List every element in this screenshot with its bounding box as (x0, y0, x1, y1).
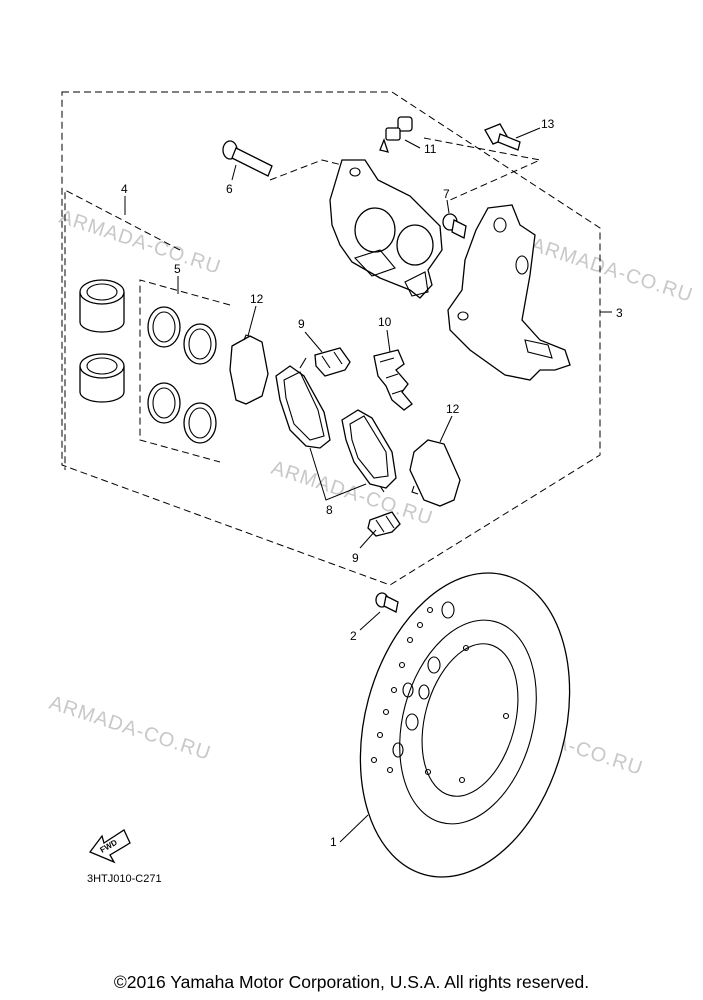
caliper-body (329, 159, 443, 299)
callout-12-upper: 12 (250, 292, 264, 306)
callout-12-lower: 12 (446, 402, 460, 416)
callout-leader (231, 164, 237, 181)
watermark: ARMADA-CO.RU (56, 206, 223, 279)
callout-leader (446, 199, 450, 214)
callout-7: 7 (443, 187, 450, 201)
callout-leader (339, 814, 369, 843)
copyright-notice: ©2016 Yamaha Motor Corporation, U.S.A. A… (113, 972, 590, 992)
caliper-bracket (447, 204, 571, 381)
bleed-screw (379, 116, 413, 153)
callout-9-upper: 9 (298, 317, 305, 331)
callout-leader (439, 415, 453, 443)
callout-9-lower: 9 (352, 551, 359, 565)
pin-link-line (269, 159, 343, 181)
callout-6: 6 (226, 182, 233, 196)
pad-shim (409, 439, 461, 507)
piston (79, 353, 125, 403)
boot (442, 213, 467, 239)
callout-leader (404, 139, 421, 149)
callout-5: 5 (174, 262, 181, 276)
pad-spring (314, 347, 351, 377)
bolt-link-line (423, 137, 542, 201)
callout-leader (359, 611, 381, 631)
callout-3: 3 (616, 306, 623, 320)
watermark: ARMADA-CO.RU (528, 234, 695, 307)
brake-pad (341, 409, 397, 493)
callout-1: 1 (330, 835, 337, 849)
callout-leader (515, 127, 541, 139)
callout-10: 10 (378, 315, 392, 329)
callout-11: 11 (424, 142, 437, 156)
callout-leader (386, 329, 391, 353)
brake-disc (359, 572, 571, 878)
pad-shim (229, 334, 269, 405)
callout-leader (359, 529, 377, 549)
callout-13: 13 (541, 117, 555, 131)
seal-kit (147, 306, 217, 444)
disc-holes (370, 601, 510, 784)
watermark: ARMADA-CO.RU (46, 692, 213, 765)
callout-leader (309, 447, 367, 501)
caliper-bolt (484, 123, 521, 151)
callout-4: 4 (121, 182, 128, 196)
piston (79, 279, 125, 333)
drawing-id: 3HTJ010-C271 (87, 873, 162, 885)
callout-leader (304, 331, 323, 353)
disc-bolt (375, 592, 399, 613)
callout-8: 8 (326, 503, 333, 517)
brake-pad (275, 357, 331, 449)
caliper-assembly-border (61, 91, 601, 586)
pad-retainer (373, 349, 413, 411)
forward-arrow-icon: FWD (88, 829, 131, 864)
pad-pin (222, 140, 273, 177)
callout-leader (247, 305, 257, 337)
callout-2: 2 (350, 629, 357, 643)
seals-group-bracket (139, 279, 231, 463)
